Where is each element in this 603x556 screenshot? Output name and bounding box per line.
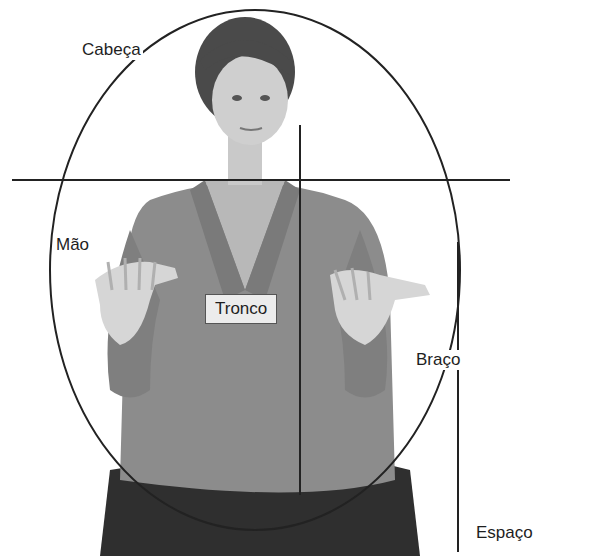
space-label: Espaço <box>474 523 535 543</box>
head-label: Cabeça <box>80 40 143 60</box>
hand-label: Mão <box>54 235 91 255</box>
arm-label: Braço <box>414 350 462 370</box>
region-box: Tronco <box>205 294 277 324</box>
region-name: Tronco <box>215 299 267 319</box>
